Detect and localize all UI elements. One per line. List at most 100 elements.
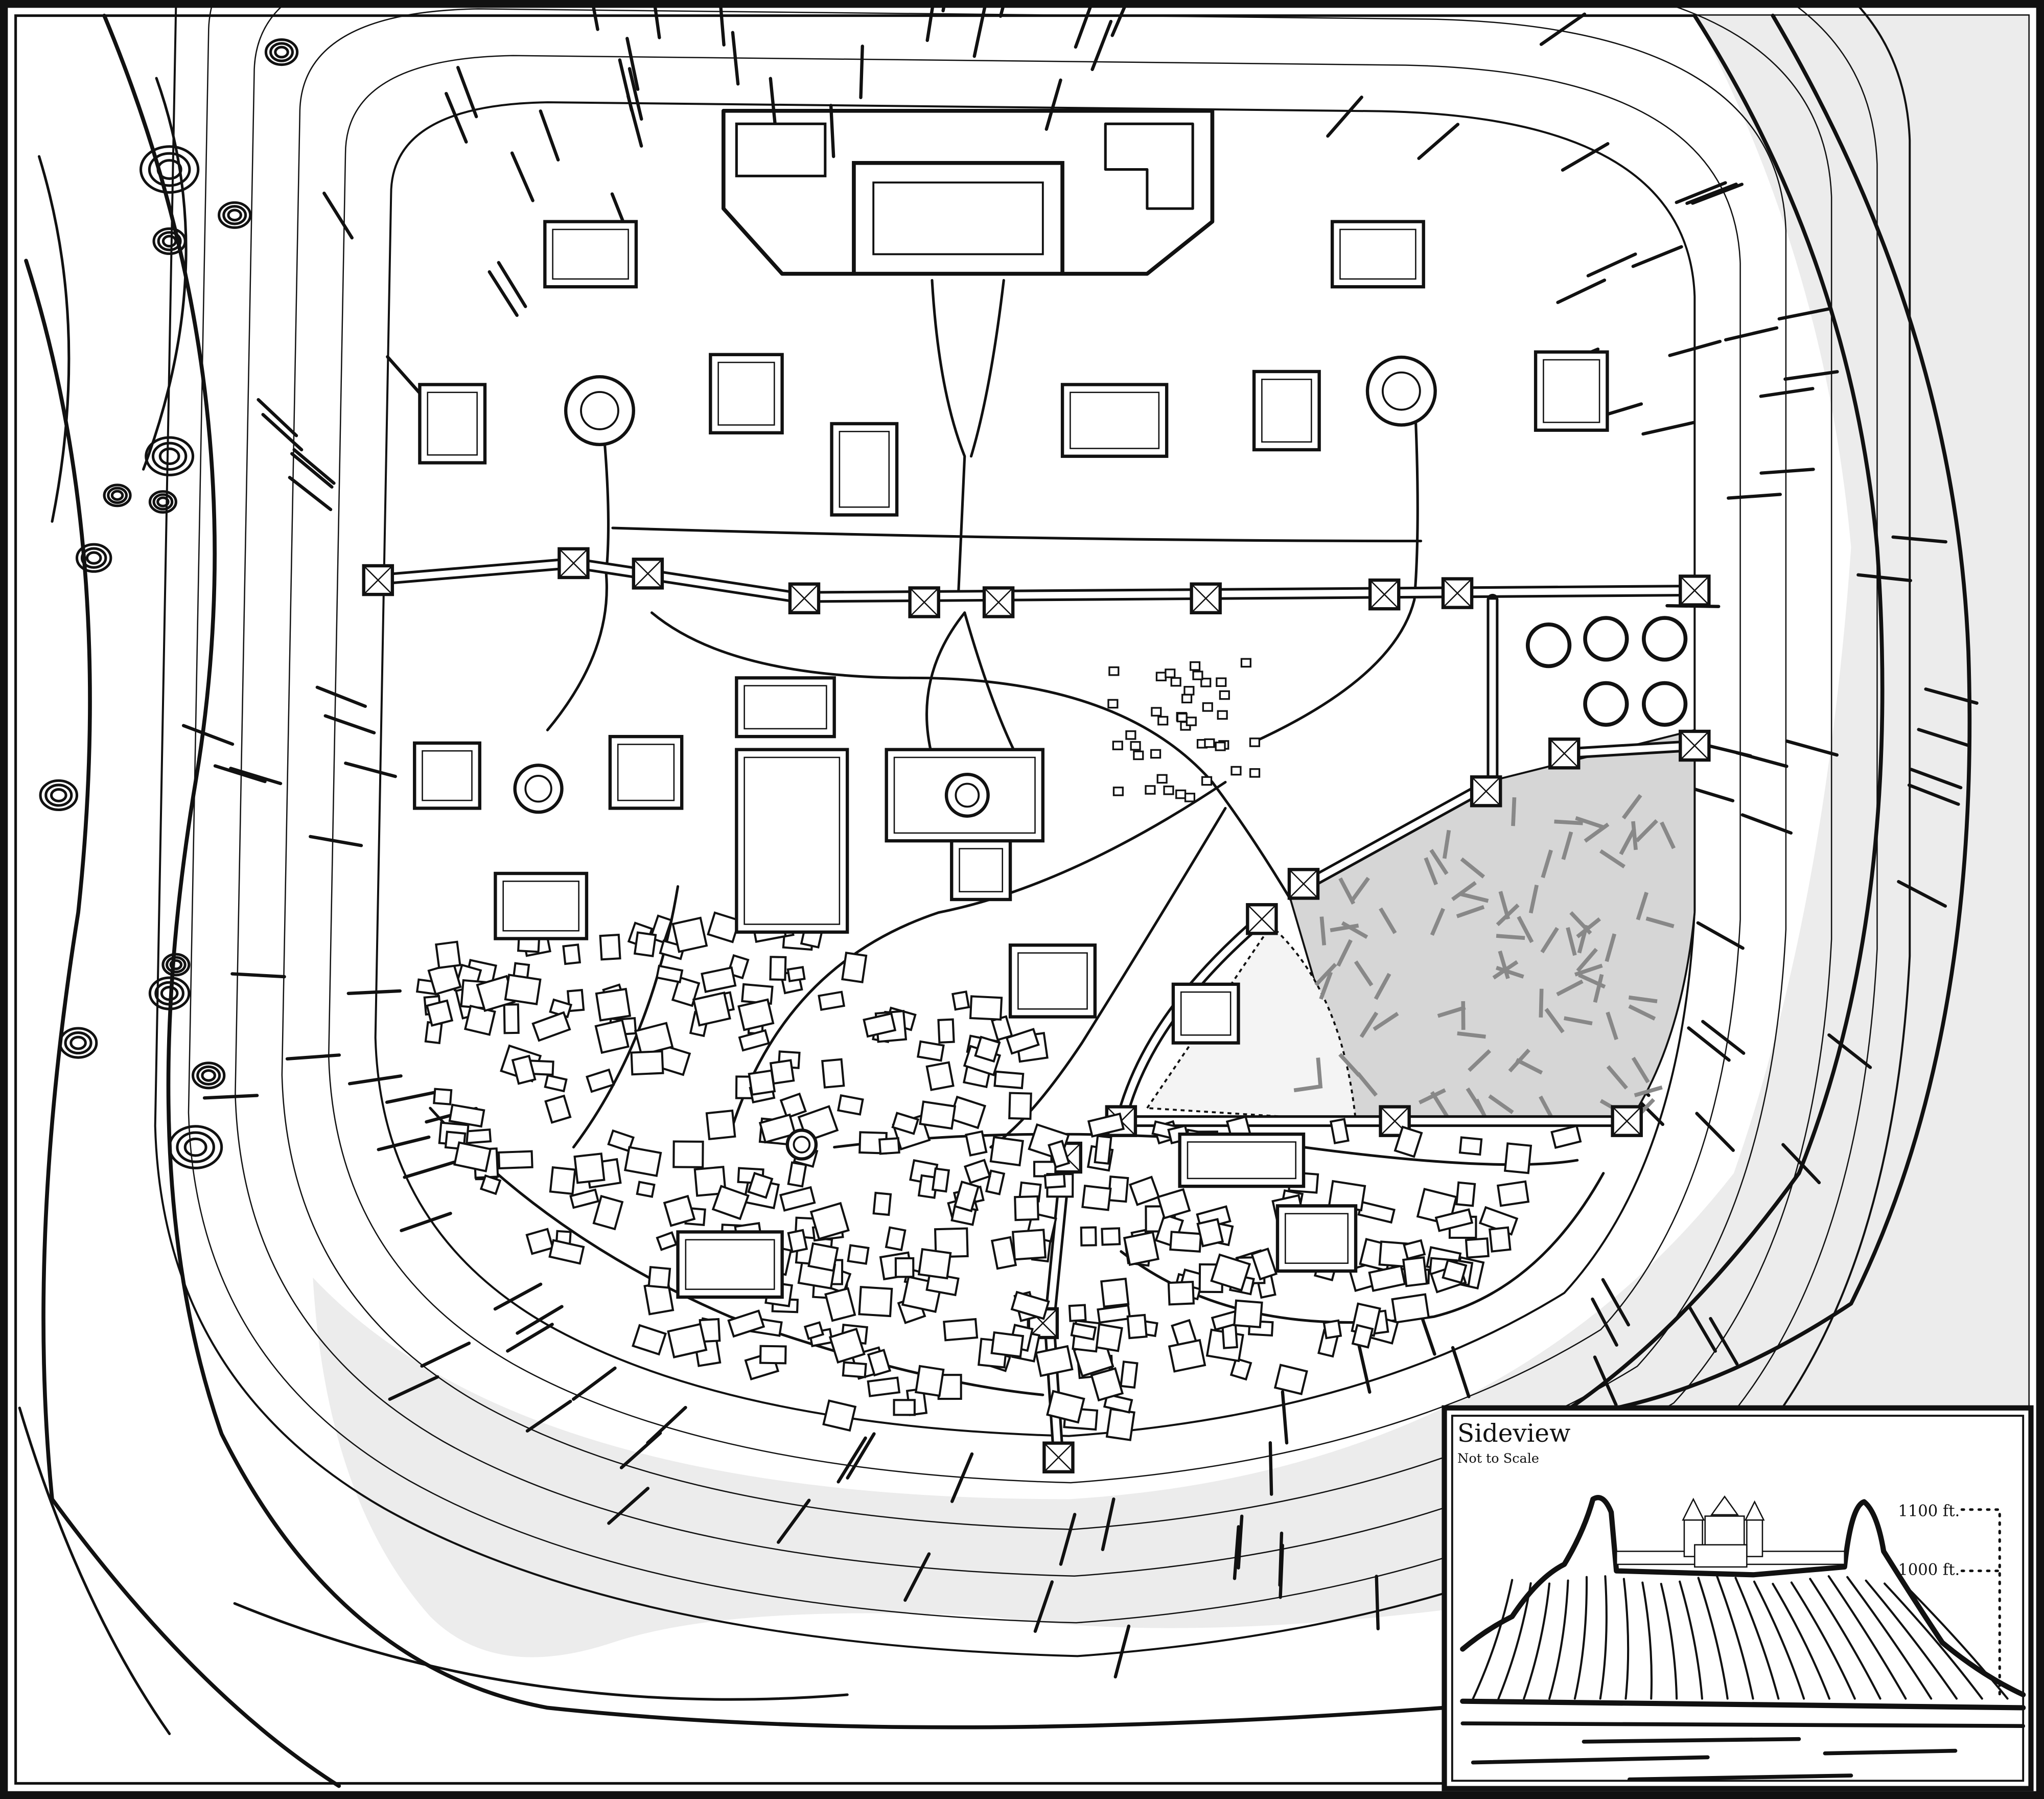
cliff-crack <box>1687 1304 1717 1353</box>
cliff-crack <box>181 724 235 746</box>
house <box>511 1054 537 1085</box>
fountain <box>580 391 619 430</box>
house <box>872 1191 892 1216</box>
house <box>1156 1188 1191 1219</box>
house <box>1393 1125 1423 1158</box>
furrow <box>1496 903 1520 927</box>
cliff-streak <box>1772 1583 1830 1700</box>
cliff-streak <box>1697 1577 1729 1700</box>
rock <box>169 959 183 971</box>
cliff-crack <box>1724 326 1779 342</box>
building-roof <box>1070 391 1160 449</box>
cliff-crack <box>571 1366 617 1401</box>
major-building <box>1060 383 1169 458</box>
furrow <box>1338 1053 1361 1077</box>
house <box>1496 1180 1530 1207</box>
major-building <box>950 839 1012 902</box>
rock <box>157 231 182 251</box>
house <box>828 1327 866 1364</box>
cliff-crack <box>506 1323 554 1353</box>
house <box>671 916 708 953</box>
furrow <box>1437 1005 1466 1018</box>
tower-roof <box>1549 738 1580 769</box>
house <box>1070 1322 1097 1341</box>
river-bank-east <box>102 13 1447 1729</box>
hut <box>1216 677 1227 687</box>
silo <box>1583 616 1629 662</box>
cliff-streak <box>1599 1575 1608 1700</box>
cliff-crack <box>1044 78 1062 131</box>
silo <box>1642 681 1688 727</box>
rock <box>222 205 247 225</box>
cliff-crack <box>348 1074 403 1086</box>
furrow <box>1636 891 1648 920</box>
hut <box>1156 774 1168 784</box>
house <box>1402 1256 1428 1287</box>
house <box>769 1059 795 1085</box>
cliff-crack <box>1278 1531 1284 1587</box>
hut <box>1200 678 1212 687</box>
furrow <box>1576 917 1601 938</box>
furrow <box>1606 1065 1628 1090</box>
rock <box>160 985 179 1001</box>
major-building <box>709 353 784 435</box>
furrow <box>1528 884 1539 914</box>
house <box>497 1150 533 1170</box>
furrow <box>1635 819 1658 843</box>
house <box>544 1094 572 1124</box>
house <box>1167 1280 1195 1306</box>
cliff-crack <box>1356 1341 1372 1394</box>
river-rocks <box>39 38 299 1169</box>
cliff-streak <box>1660 1583 1678 1700</box>
rock <box>145 436 195 477</box>
wall-towers <box>362 547 1711 1473</box>
furrow <box>1354 960 1374 987</box>
cliff-streak <box>1883 1582 1983 1700</box>
house <box>748 1069 776 1096</box>
house <box>822 1399 857 1432</box>
house <box>633 931 657 957</box>
major-building <box>735 676 836 739</box>
house <box>711 1185 750 1220</box>
tower-roof <box>1043 1442 1074 1473</box>
furrow <box>1634 1085 1663 1097</box>
hut <box>1107 699 1119 709</box>
hut <box>1240 658 1251 668</box>
house <box>858 1286 893 1318</box>
rock <box>85 551 102 565</box>
hut <box>1186 717 1197 726</box>
rock <box>58 1027 98 1059</box>
furrow <box>1628 1004 1656 1021</box>
cliff-crack <box>646 1405 687 1445</box>
cliff-crack <box>625 37 640 91</box>
tower-roof <box>1442 578 1473 608</box>
furrow <box>1511 797 1517 826</box>
house <box>453 1141 492 1172</box>
rock <box>227 209 242 222</box>
cliff-crack <box>292 448 336 485</box>
house <box>1090 1367 1124 1402</box>
cliff-crack <box>718 0 726 47</box>
house <box>1011 1229 1047 1261</box>
building-roof <box>552 228 629 280</box>
hut <box>1175 789 1187 799</box>
cliff-crack <box>1641 421 1695 436</box>
cliff-crack <box>1281 1390 1289 1445</box>
rock <box>151 442 188 471</box>
furrow <box>1488 1094 1514 1114</box>
furrow <box>1468 1049 1492 1072</box>
rock <box>44 783 73 807</box>
furrow <box>1424 857 1438 886</box>
house <box>647 1265 671 1289</box>
house <box>692 991 731 1027</box>
furrow <box>1541 849 1553 879</box>
furrow <box>1564 1016 1593 1026</box>
cliff-crack <box>213 764 267 783</box>
cliff-crack <box>1101 1497 1116 1551</box>
furrow <box>1451 881 1477 902</box>
cliff-crack <box>590 0 599 31</box>
house <box>1103 1393 1133 1414</box>
tower-roof <box>559 548 589 579</box>
cliff-crack <box>1074 0 1095 49</box>
major-building <box>1534 350 1609 432</box>
